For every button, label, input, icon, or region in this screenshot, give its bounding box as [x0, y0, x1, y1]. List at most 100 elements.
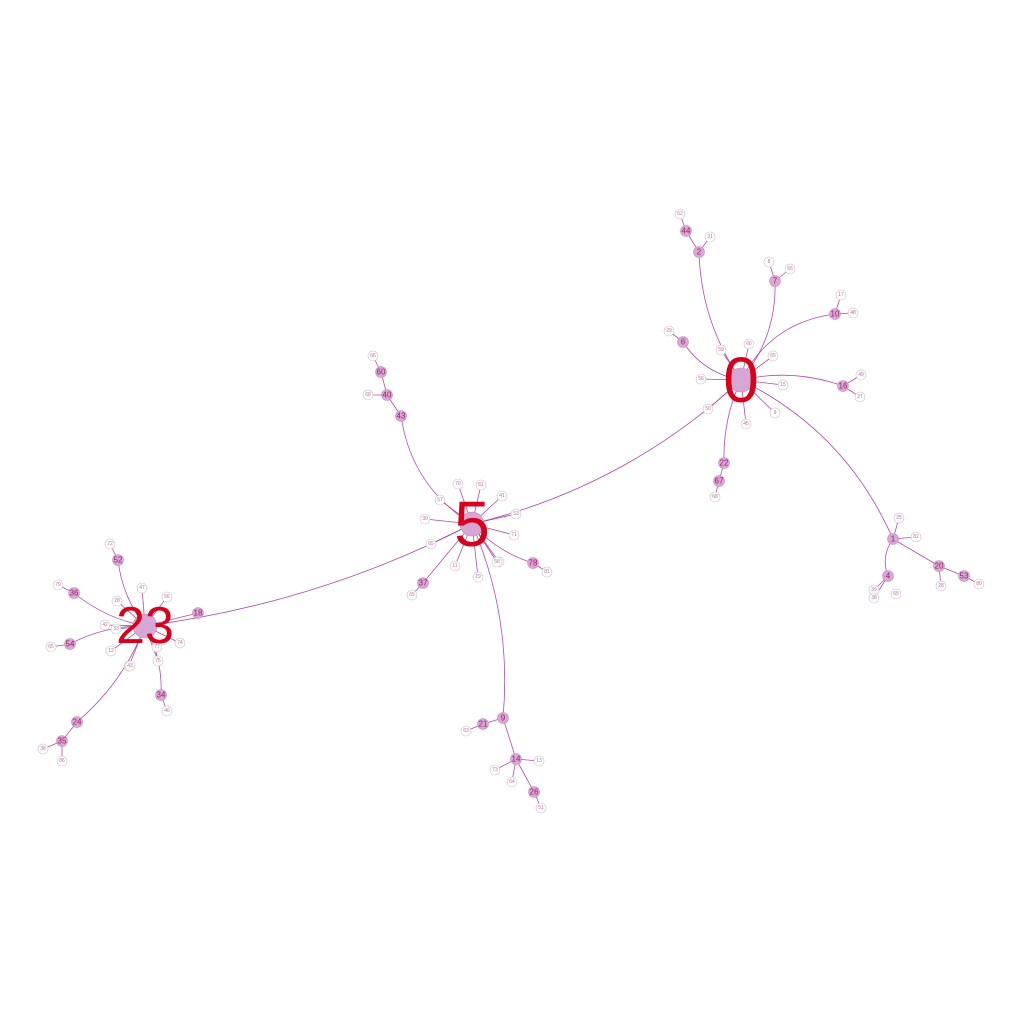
node-75[interactable]: 75 — [152, 655, 164, 667]
node-69[interactable]: 68 — [362, 389, 374, 401]
node-10[interactable]: 10 — [829, 308, 841, 320]
node-7[interactable]: 7 — [769, 275, 781, 287]
node-13[interactable]: 13 — [533, 755, 545, 767]
node-6[interactable]: 6 — [677, 336, 689, 348]
node-80[interactable]: 80 — [973, 578, 985, 590]
node-9[interactable]: 9 — [497, 712, 509, 724]
node-30[interactable]: 30 — [419, 513, 431, 525]
node-24[interactable]: 24 — [71, 716, 83, 728]
node-4[interactable]: 4 — [882, 570, 894, 582]
node-72[interactable]: 72 — [104, 538, 116, 550]
node-77[interactable]: 77 — [151, 641, 163, 653]
node-2[interactable]: 2 — [693, 246, 705, 258]
node-40[interactable]: 40 — [381, 389, 393, 401]
node-65[interactable]: 65 — [767, 350, 779, 362]
node-62[interactable]: 62 — [674, 208, 686, 220]
node-27[interactable]: 27 — [854, 391, 866, 403]
node-46[interactable]: 46 — [161, 705, 173, 717]
node-33[interactable]: 33 — [110, 623, 122, 635]
node-49[interactable]: 49 — [855, 369, 867, 381]
node-0[interactable]: 0 — [723, 344, 759, 416]
node-19[interactable]: 19 — [472, 571, 484, 583]
node-5-circle — [459, 511, 485, 537]
node-51[interactable]: 51 — [535, 802, 547, 814]
node-31[interactable]: 31 — [704, 231, 716, 243]
node-22[interactable]: 22 — [718, 457, 730, 469]
node-81[interactable]: 81 — [541, 566, 553, 578]
node-73[interactable]: 73 — [489, 764, 501, 776]
node-26[interactable]: 26 — [528, 786, 540, 798]
node-45[interactable]: 45 — [740, 418, 752, 430]
node-92[interactable]: 38 — [868, 592, 880, 604]
node-83[interactable]: 66 — [367, 350, 379, 362]
node-25[interactable]: 25 — [893, 512, 905, 524]
node-70[interactable]: 70 — [452, 478, 464, 490]
node-81-label: 81 — [544, 569, 550, 575]
node-63-circle — [460, 725, 472, 737]
node-14[interactable]: 14 — [510, 753, 522, 765]
node-19-circle — [472, 571, 484, 583]
node-47[interactable]: 47 — [136, 582, 148, 594]
node-21[interactable]: 21 — [477, 718, 489, 730]
node-74[interactable]: 74 — [174, 637, 186, 649]
node-54[interactable]: 54 — [64, 638, 76, 650]
node-58[interactable]: 58 — [491, 556, 503, 568]
node-17[interactable]: 17 — [835, 289, 847, 301]
node-94[interactable]: 53 — [510, 508, 522, 520]
node-82[interactable]: 82 — [910, 531, 922, 543]
node-90[interactable]: 43 — [124, 660, 136, 672]
node-55[interactable]: 65 — [406, 589, 418, 601]
node-23[interactable]: 23 — [116, 597, 174, 655]
node-60[interactable]: 60 — [375, 366, 387, 378]
node-44[interactable]: 44 — [680, 225, 692, 237]
node-5[interactable]: 5 — [454, 488, 490, 560]
node-34[interactable]: 34 — [155, 689, 167, 701]
node-38[interactable]: 38 — [37, 743, 49, 755]
node-16[interactable]: 16 — [837, 380, 849, 392]
node-93[interactable]: 9 — [769, 407, 781, 419]
node-66[interactable]: 66 — [784, 263, 796, 275]
node-48[interactable]: 48 — [847, 307, 859, 319]
node-53[interactable]: 53 — [958, 570, 970, 582]
node-91[interactable]: 66 — [743, 338, 755, 350]
edge-1-20 — [892, 538, 940, 567]
node-89[interactable]: 28 — [111, 595, 123, 607]
node-52[interactable]: 52 — [112, 554, 124, 566]
node-28[interactable]: 28 — [935, 580, 947, 592]
node-37[interactable]: 37 — [417, 577, 429, 589]
node-79[interactable]: 79 — [52, 579, 64, 591]
node-61[interactable]: 61 — [475, 479, 487, 491]
node-68[interactable]: 68 — [709, 491, 721, 503]
node-78[interactable]: 78 — [527, 557, 539, 569]
node-11[interactable]: 11 — [449, 560, 461, 572]
node-87[interactable]: 86 — [56, 755, 68, 767]
node-67[interactable]: 67 — [713, 475, 725, 487]
node-20[interactable]: 20 — [933, 560, 945, 572]
node-18[interactable]: 18 — [192, 607, 204, 619]
node-88[interactable]: 65 — [45, 641, 57, 653]
node-4-circle — [882, 570, 894, 582]
node-24-label: 24 — [73, 718, 82, 727]
node-43[interactable]: 43 — [395, 410, 407, 422]
node-35[interactable]: 35 — [56, 735, 68, 747]
node-59[interactable]: 59 — [715, 344, 727, 356]
node-85[interactable]: 56 — [161, 591, 173, 603]
node-15[interactable]: 15 — [777, 379, 789, 391]
node-36[interactable]: 36 — [68, 587, 80, 599]
node-84[interactable]: 65 — [425, 538, 437, 550]
node-56[interactable]: 56 — [695, 373, 707, 385]
node-64[interactable]: 64 — [506, 776, 518, 788]
node-1[interactable]: 1 — [887, 533, 899, 545]
node-8[interactable]: 8 — [763, 256, 775, 268]
node-41[interactable]: 41 — [496, 490, 508, 502]
node-88-circle — [45, 641, 57, 653]
node-12[interactable]: 12 — [105, 645, 117, 657]
node-29[interactable]: 29 — [663, 325, 675, 337]
node-63[interactable]: 63 — [460, 725, 472, 737]
node-50[interactable]: 50 — [702, 403, 714, 415]
node-86[interactable]: 65 — [890, 588, 902, 600]
node-71[interactable]: 71 — [508, 529, 520, 541]
node-87-label: 86 — [59, 758, 65, 764]
node-42[interactable]: 42 — [99, 619, 111, 631]
node-57[interactable]: 57 — [434, 494, 446, 506]
